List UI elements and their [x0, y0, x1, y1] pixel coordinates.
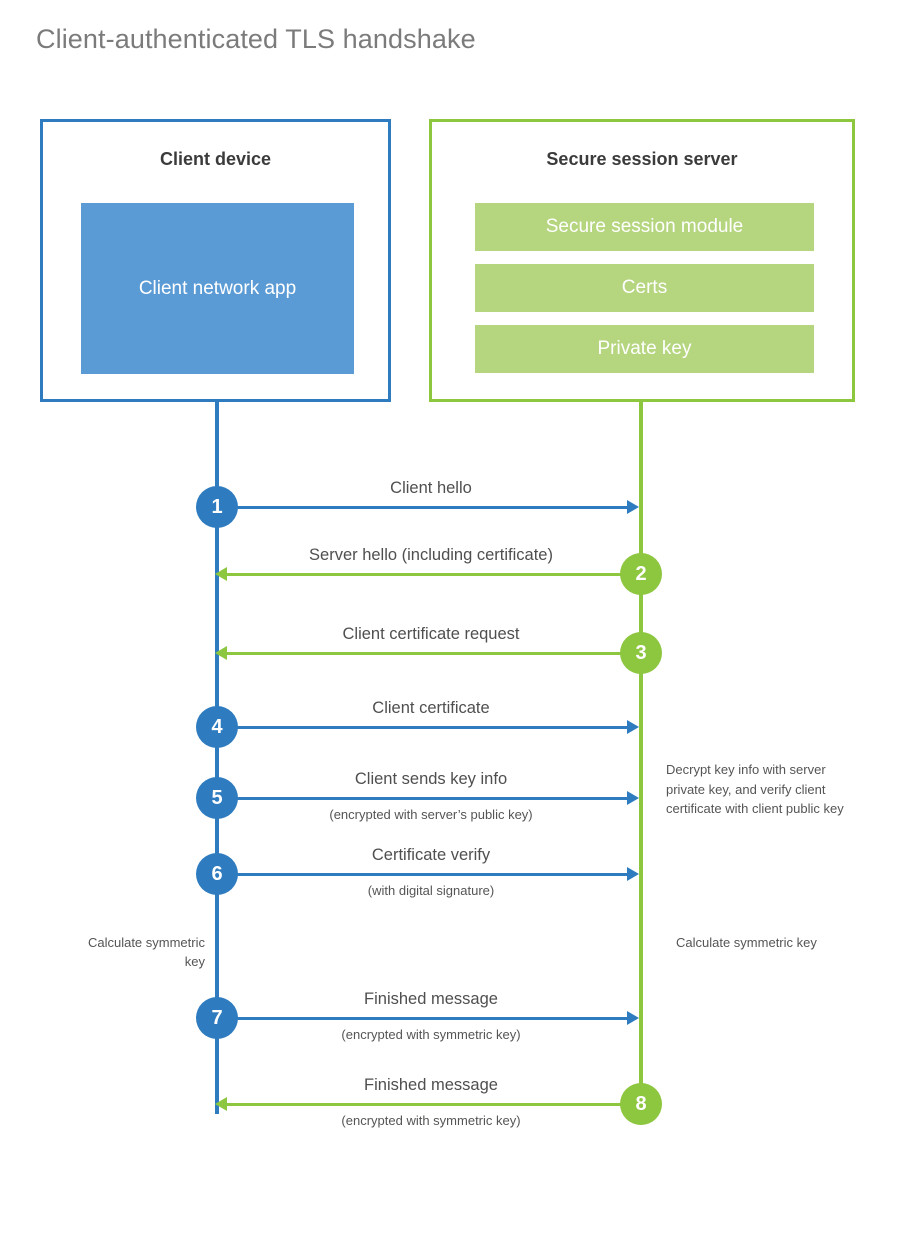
arrow-shaft: [227, 573, 641, 576]
note-server-decrypt: Decrypt key info with server private key…: [666, 762, 844, 816]
step-circle-8[interactable]: 8: [620, 1083, 662, 1125]
step-circle-1[interactable]: 1: [196, 486, 238, 528]
step-circle-3[interactable]: 3: [620, 632, 662, 674]
message-label-3: Client certificate request: [342, 625, 520, 643]
secure-session-module-block: Secure session module: [475, 203, 814, 251]
message-label-2: Server hello (including certificate): [309, 546, 553, 564]
arrow-shaft: [217, 1017, 631, 1020]
arrow-head-left-icon: [215, 646, 227, 660]
actor-title-server: Secure session server: [546, 149, 738, 169]
arrow-shaft: [217, 797, 631, 800]
step-circle-4[interactable]: 4: [196, 706, 238, 748]
arrow-head-right-icon: [627, 500, 639, 514]
message-sublabel-5: (encrypted with server’s public key): [329, 807, 533, 822]
step-circle-7[interactable]: 7: [196, 997, 238, 1039]
step-circle-2[interactable]: 2: [620, 553, 662, 595]
actor-title-client: Client device: [159, 149, 272, 169]
message-label-6: Certificate verify: [371, 846, 491, 864]
message-sublabel-6: (with digital signature): [367, 883, 495, 898]
note-calculate-symmetric-key-server: Calculate symmetric key: [676, 935, 817, 950]
arrow-head-right-icon: [627, 791, 639, 805]
message-sublabel-8: (encrypted with symmetric key): [341, 1113, 521, 1128]
lifeline-server: [639, 402, 643, 1104]
message-label-7: Finished message: [364, 990, 498, 1008]
message-label-5: Client sends key info: [354, 770, 508, 788]
arrow-head-right-icon: [627, 720, 639, 734]
message-sublabel-7: (encrypted with symmetric key): [341, 1027, 521, 1042]
arrow-head-right-icon: [627, 867, 639, 881]
step-circle-5[interactable]: 5: [196, 777, 238, 819]
arrow-shaft: [227, 652, 641, 655]
actor-box-client: Client device Client network app: [40, 119, 391, 402]
actor-box-server: Secure session server Secure session mod…: [429, 119, 855, 402]
arrow-head-left-icon: [215, 567, 227, 581]
arrow-shaft: [227, 1103, 641, 1106]
arrow-head-left-icon: [215, 1097, 227, 1111]
lifeline-client: [215, 402, 219, 1114]
message-label-1: Client hello: [390, 479, 472, 497]
arrow-shaft: [217, 726, 631, 729]
message-label-4: Client certificate: [372, 699, 490, 717]
client-network-app-block: Client network app: [81, 203, 354, 374]
arrow-shaft: [217, 873, 631, 876]
note-calculate-symmetric-key-client: Calculate symmetric key: [87, 935, 205, 969]
private-key-block: Private key: [475, 325, 814, 373]
arrow-shaft: [217, 506, 631, 509]
step-circle-6[interactable]: 6: [196, 853, 238, 895]
arrow-head-right-icon: [627, 1011, 639, 1025]
page-title: Client-authenticated TLS handshake: [36, 24, 476, 54]
message-label-8: Finished message: [364, 1076, 498, 1094]
certs-block: Certs: [475, 264, 814, 312]
